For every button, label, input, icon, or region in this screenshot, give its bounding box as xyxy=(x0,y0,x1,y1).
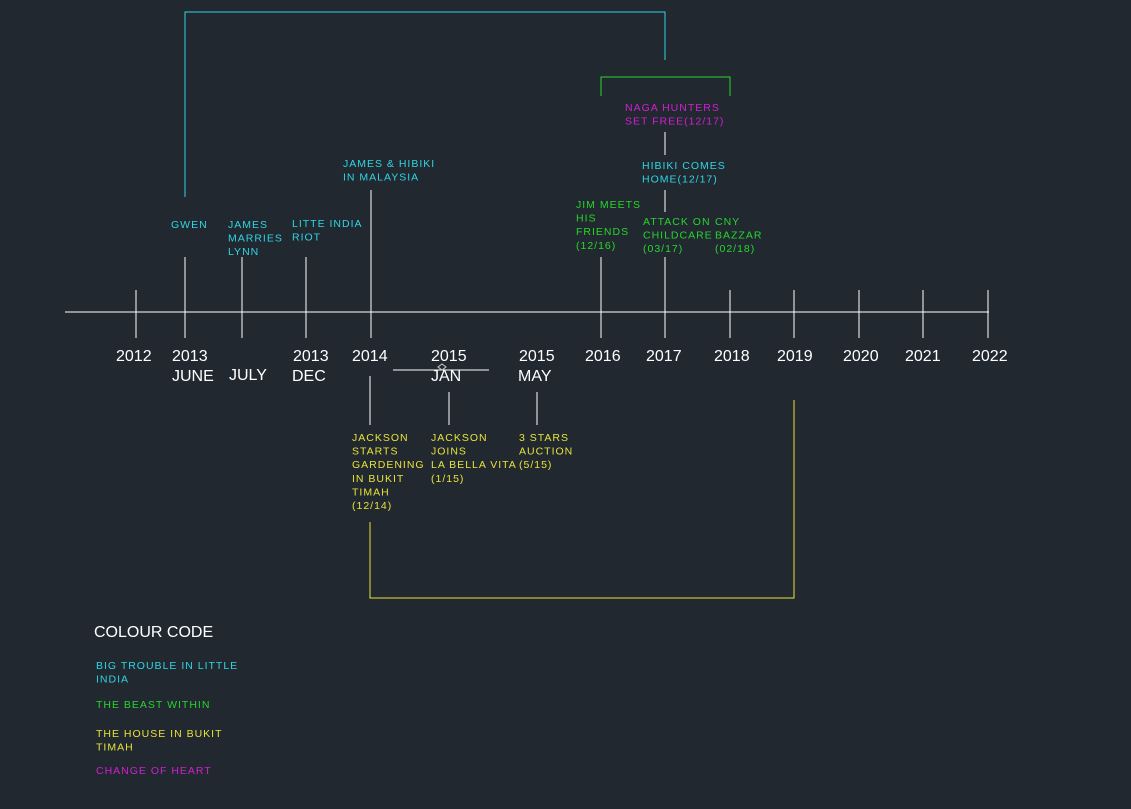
event-naga-hunters-line: NAGA HUNTERS xyxy=(625,102,720,114)
event-james-hibiki: JAMES & HIBIKI IN MALAYSIA xyxy=(343,158,435,184)
legend-item-line: THE HOUSE IN BUKIT xyxy=(96,728,223,740)
year-2013-dec: 2013 xyxy=(293,348,329,365)
legend-item-line: CHANGE OF HEART xyxy=(96,765,212,777)
legend-item: THE BEAST WITHIN xyxy=(96,699,210,711)
year-2020: 2020 xyxy=(843,348,879,365)
axis-ticks xyxy=(135,290,989,338)
event-cny-bazzar: CNY BAZZAR(02/18) xyxy=(715,216,762,255)
event-little-india-line: RIOT xyxy=(292,232,321,244)
legend-title: COLOUR CODE xyxy=(94,624,213,641)
year-labels: 2012 2013 JUNE JULY 2013 DEC 2014 2015 J… xyxy=(116,348,1008,385)
cursor-icon-shape xyxy=(437,363,447,371)
event-jim-meets-line: (12/16) xyxy=(576,240,616,252)
year-2017: 2017 xyxy=(646,348,682,365)
event-gwen: GWEN xyxy=(171,219,208,231)
event-jim-meets-line: HIS xyxy=(576,213,597,225)
event-cny-bazzar-line: BAZZAR xyxy=(715,230,762,242)
month-july: JULY xyxy=(229,367,267,384)
legend-item: CHANGE OF HEART xyxy=(96,765,212,777)
year-2022: 2022 xyxy=(972,348,1008,365)
event-jackson-joins-line: LA BELLA VITA xyxy=(431,459,517,471)
year-2013-june: 2013 xyxy=(172,348,208,365)
event-james-hibiki-line: JAMES & HIBIKI xyxy=(343,158,435,170)
year-2012: 2012 xyxy=(116,348,152,365)
cursor-icon xyxy=(437,363,447,371)
event-jackson-gardening-line: JACKSON xyxy=(352,432,409,444)
event-little-india-line: LITTE INDIA xyxy=(292,218,363,230)
event-naga-hunters-line: SET FREE(12/17) xyxy=(625,116,724,128)
event-little-india: LITTE INDIA RIOT xyxy=(292,218,363,244)
event-gwen-line: GWEN xyxy=(171,219,208,231)
event-naga-hunters: NAGA HUNTERS SET FREE(12/17) xyxy=(625,102,724,128)
yellow-connector xyxy=(369,400,795,599)
legend-item-line: INDIA xyxy=(96,674,129,686)
event-three-stars-line: AUCTION xyxy=(519,446,573,458)
event-stems xyxy=(184,132,666,425)
month-may: MAY xyxy=(518,368,552,385)
event-james-hibiki-line: IN MALAYSIA xyxy=(343,172,419,184)
event-jackson-gardening-line: TIMAH xyxy=(352,486,390,498)
event-james-marries-line: MARRIES xyxy=(228,233,283,245)
event-attack-childcare: ATTACK ON CHILDCARE(03/17) xyxy=(643,216,713,255)
year-2021: 2021 xyxy=(905,348,941,365)
legend-item-line: THE BEAST WITHIN xyxy=(96,699,210,711)
event-jackson-gardening-line: (12/14) xyxy=(352,500,392,512)
event-three-stars-line: 3 STARS xyxy=(519,432,569,444)
legend-item: BIG TROUBLE IN LITTLE INDIA xyxy=(96,660,238,686)
event-attack-childcare-line: ATTACK ON xyxy=(643,216,711,228)
event-jim-meets-line: JIM MEETS xyxy=(576,199,641,211)
green-bracket xyxy=(600,76,731,96)
event-cny-bazzar-line: CNY xyxy=(715,216,740,228)
event-hibiki-home-line: HIBIKI COMES xyxy=(642,160,726,172)
event-jackson-joins-line: JOINS xyxy=(431,446,467,458)
colour-legend: COLOUR CODE BIG TROUBLE IN LITTLE INDIA TH… xyxy=(94,624,238,777)
legend-item-line: BIG TROUBLE IN LITTLE xyxy=(96,660,238,672)
event-attack-childcare-line: (03/17) xyxy=(643,243,683,255)
legend-item: THE HOUSE IN BUKIT TIMAH xyxy=(96,728,223,754)
event-jim-meets-line: FRIENDS xyxy=(576,226,629,238)
event-james-marries-line: JAMES xyxy=(228,219,268,231)
legend-item-line: TIMAH xyxy=(96,742,134,754)
legend-items: BIG TROUBLE IN LITTLE INDIA THE BEAST WITH… xyxy=(96,660,238,777)
year-2018: 2018 xyxy=(714,348,750,365)
event-jackson-joins-line: (1/15) xyxy=(431,473,464,485)
event-jackson-gardening-line: GARDENING xyxy=(352,459,425,471)
year-2015-may: 2015 xyxy=(519,348,555,365)
year-2015-jan: 2015 xyxy=(431,348,467,365)
event-jackson-gardening-line: STARTS xyxy=(352,446,398,458)
year-2014: 2014 xyxy=(352,348,388,365)
event-jackson-joins-line: JACKSON xyxy=(431,432,488,444)
month-jan: JAN xyxy=(431,368,461,385)
event-cny-bazzar-line: (02/18) xyxy=(715,243,755,255)
event-jackson-gardening-line: IN BUKIT xyxy=(352,473,404,485)
cyan-connector xyxy=(184,11,666,197)
month-june: JUNE xyxy=(172,368,214,385)
event-hibiki-home-line: HOME(12/17) xyxy=(642,174,718,186)
year-2019: 2019 xyxy=(777,348,813,365)
month-dec: DEC xyxy=(292,368,326,385)
event-james-marries-line: LYNN xyxy=(228,246,259,258)
event-attack-childcare-line: CHILDCARE xyxy=(643,230,713,242)
event-three-stars: 3 STARS AUCTION(5/15) xyxy=(519,432,573,471)
event-hibiki-home: HIBIKI COMES HOME(12/17) xyxy=(642,160,726,186)
year-2016: 2016 xyxy=(585,348,621,365)
event-three-stars-line: (5/15) xyxy=(519,459,552,471)
